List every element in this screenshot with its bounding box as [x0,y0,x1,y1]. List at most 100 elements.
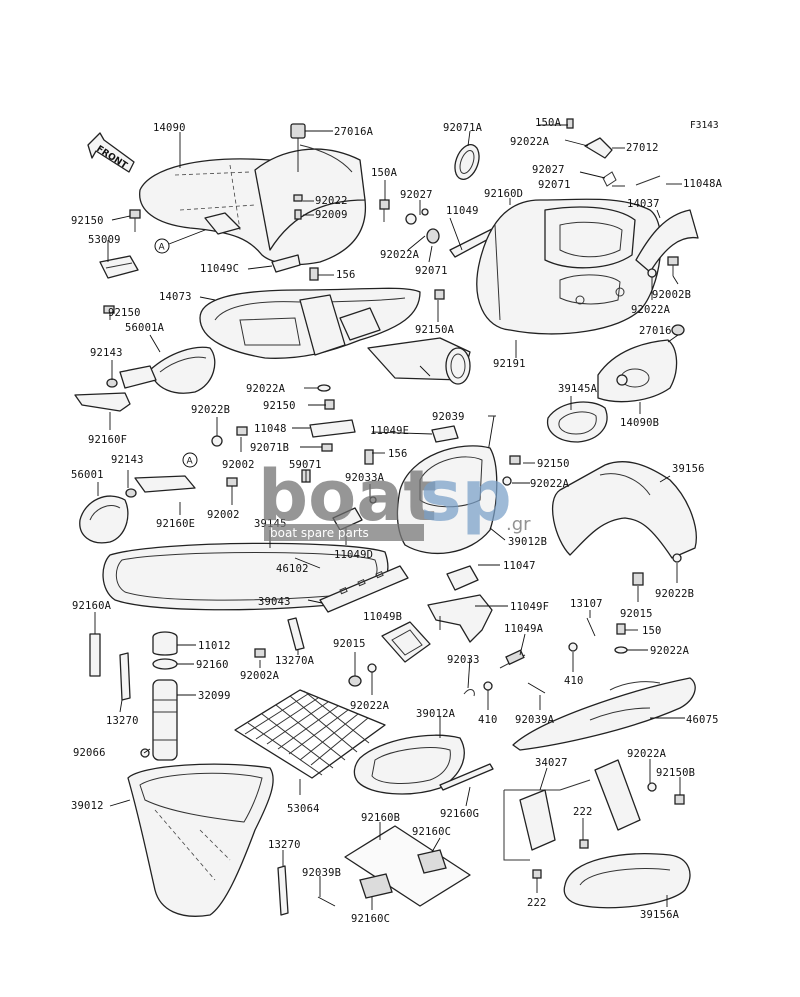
label-13270A: 13270A [275,655,315,667]
label-92039: 92039 [432,411,465,423]
label-92002: 92002 [222,459,255,471]
latch-11049B [381,621,431,663]
pin-92039A [527,682,546,694]
label-11047: 11047 [503,560,536,572]
label-410: 410 [564,675,584,687]
label-11048A: 11048A [683,178,723,190]
label-92160C-b: 92160C [351,913,390,925]
label-156: 156 [336,269,356,281]
label-92027-b: 92027 [532,164,565,176]
label-11049: 11049 [446,205,479,217]
label-92022B-b: 92022B [655,588,694,600]
bolt-92002-lower [226,477,238,487]
cover-14037 [635,209,699,273]
nut-92015-right [632,572,644,586]
svg-text:A: A [159,243,166,253]
label-92039A: 92039A [515,714,555,726]
nut-92015 [348,675,362,687]
label-56001A: 56001A [125,322,165,334]
label-92022A-g: 92022A [627,748,667,760]
bracket-27012 [566,118,661,187]
bolt-92002B [667,256,679,276]
bolt-156 [364,449,374,465]
top-cover-14090 [139,144,367,266]
tray-39012A [353,734,465,795]
screw-222-b [532,869,542,879]
label-92160D: 92160D [484,188,523,200]
bracket-11048 [309,419,356,438]
clip-53009 [99,255,139,279]
gasket-39145A [546,401,608,443]
bolt-92150A [434,289,445,300]
label-11049E: 11049E [370,425,409,437]
washer-92022A-console [647,268,657,278]
label-92002A: 92002A [240,670,280,682]
label-14073: 14073 [159,291,192,303]
label-59071: 59071 [289,459,322,471]
label-32099: 32099 [198,690,231,702]
cover-14090B [597,339,678,403]
label-39012: 39012 [71,800,104,812]
bolt-92002A [254,648,266,658]
cap-27016 [671,324,685,336]
label-92027: 92027 [400,189,433,201]
spring-11049A [499,649,526,669]
tube-32099 [152,679,178,761]
label-92022A-f: 92022A [350,700,390,712]
watermark-tagline: boat spare parts [270,526,369,540]
label-46102: 46102 [276,563,309,575]
label-150: 150 [642,625,662,637]
label-11049D: 11049D [334,549,373,561]
label-39156: 39156 [672,463,705,475]
grommet-92143-lower [125,488,137,498]
washer-92022A-latch [367,663,377,673]
label-92071-b: 92071 [415,265,448,277]
label-53064: 53064 [287,803,320,815]
washer-92027-b [421,208,429,216]
label-92160G: 92160G [440,808,479,820]
handle-39156A [563,853,691,909]
label-92022A-c: 92022A [246,383,286,395]
grommet-92143 [106,378,118,388]
bracket-11047 [446,565,479,591]
console-14090A [476,198,662,335]
label-92160C-b [359,873,393,899]
clip-92033 [463,689,475,697]
strap-13270-bin [277,865,289,916]
label-92015: 92015 [333,638,366,650]
label-150A-b: 150A [371,167,398,179]
washer-410 [483,681,493,691]
label-92150A: 92150A [415,324,455,336]
bolt-92150-lower [103,305,115,314]
label-92160E: 92160E [156,518,195,530]
label-39156A: 39156A [640,909,680,921]
label-46075: 46075 [686,714,719,726]
washer-92022B-right [672,553,682,563]
bolt-92150-bin [509,455,521,465]
label-92033A: 92033A [345,472,385,484]
label-13270-b: 13270 [268,839,301,851]
sheet-92160B [344,825,471,907]
watermark-brand-a: boat [258,455,437,537]
bolt-92071B [321,443,333,452]
bracket-11049E [431,425,459,443]
bin-39012 [127,763,274,917]
label-92071A: 92071A [443,122,483,134]
label-92066: 92066 [73,747,106,759]
label-39012B: 39012B [508,536,547,548]
label-410-b: 410 [478,714,498,726]
liner-14073 [199,287,421,359]
label-39012A: 39012A [416,708,456,720]
label-27016: 27016 [639,325,672,337]
net-53064 [234,689,386,779]
washer-92022A-handle [647,782,657,792]
watermark-tld: .gr [506,514,531,535]
bolt-92150-mid [324,399,335,410]
bracket-11049F [427,594,493,643]
gasket-92071A [454,144,480,180]
label-34027: 34027 [535,757,568,769]
label-92009: 92009 [315,209,348,221]
bracket-34027 [519,759,641,851]
label-27012: 27012 [626,142,659,154]
cap-11012 [152,631,178,656]
